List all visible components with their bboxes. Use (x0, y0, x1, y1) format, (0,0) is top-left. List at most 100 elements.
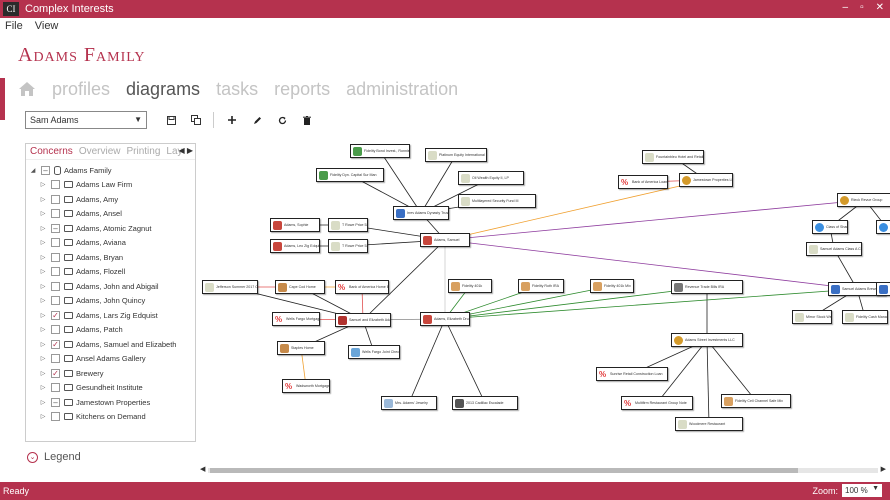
diagram-node[interactable]: Staples Home (277, 341, 325, 355)
save-copy-icon[interactable] (189, 113, 203, 127)
diagram-node[interactable]: Adams, Elizabeth Dru Mei (420, 312, 470, 326)
expand-icon[interactable]: ▷ (40, 341, 46, 348)
tree-checkbox[interactable] (51, 281, 60, 291)
expand-icon[interactable]: ▷ (40, 414, 46, 421)
expand-icon[interactable]: ▷ (40, 385, 46, 392)
diagram-node[interactable]: Woodmere Restaurant (675, 417, 743, 431)
scroll-thumb[interactable] (210, 468, 798, 473)
tree-checkbox[interactable]: – (41, 165, 50, 175)
tree-checkbox[interactable] (51, 267, 60, 277)
expand-icon[interactable]: ▷ (40, 269, 46, 276)
delete-icon[interactable] (300, 113, 314, 127)
tree-item[interactable]: ▷Adams, John and Abigail (39, 279, 159, 294)
diagram-node[interactable]: Fidelity Roth IRA (518, 279, 564, 293)
tree-item[interactable]: ▷✓Adams, Samuel and Elizabeth (39, 337, 176, 352)
tree-checkbox[interactable] (51, 209, 60, 219)
legend-toggle[interactable]: ⌄ Legend (27, 451, 81, 463)
save-icon[interactable] (164, 113, 178, 127)
tree-item[interactable]: ▷Adams, Ansel (39, 207, 122, 222)
tree-item[interactable]: ▷Adams, Bryan (39, 250, 123, 265)
add-icon[interactable] (225, 113, 239, 127)
zoom-select[interactable]: 100 % ▼ (842, 484, 882, 497)
tree-checkbox[interactable] (51, 325, 60, 335)
expand-icon[interactable]: ▷ (40, 225, 46, 232)
tree-item[interactable]: ▷Adams, John Quincy (39, 294, 145, 309)
diagram-node[interactable]: Platinum Equity International LP (425, 148, 487, 162)
diagram-node[interactable]: T Rowe Price 529 Plan (328, 239, 368, 253)
diagram-node[interactable]: Oil Wealth Equity II, LP (458, 171, 524, 185)
horizontal-scrollbar[interactable]: ◀ ▶ (200, 465, 886, 475)
diagram-node[interactable]: %Sunrise Retail Construction Loan (596, 367, 668, 381)
diagram-node[interactable]: %Wells Fargo Mortgage (272, 312, 320, 326)
tree-checkbox[interactable]: – (51, 223, 60, 233)
diagram-node[interactable]: %Multifirm Restaurant Group Note (621, 396, 693, 410)
tree-checkbox[interactable] (51, 383, 60, 393)
tree-item[interactable]: ▷Adams Law Firm (39, 178, 132, 193)
diagram-node[interactable]: Samuel Adams Class A Common (806, 242, 862, 256)
tree-item[interactable]: ▷✓Adams, Lars Zig Edquist (39, 308, 158, 323)
tab-scroll-arrows[interactable]: ◀ ▶ (178, 146, 193, 155)
diagram-node[interactable]: Fountainbleu Hotel and Retail Building (642, 150, 704, 164)
menu-file[interactable]: File (5, 20, 23, 32)
tree-item[interactable]: ▷✓Brewery (39, 366, 104, 381)
diagram-node[interactable]: Rieck Revue Group (837, 193, 890, 207)
diagram-node[interactable]: Fidelity 401k (448, 279, 492, 293)
tree-item[interactable]: ▷Adams, Amy (39, 192, 118, 207)
tree-checkbox[interactable] (51, 296, 60, 306)
tree-item[interactable]: ▷Adams, Aviana (39, 236, 126, 251)
diagram-node[interactable]: Fidelity 401k Mix (590, 279, 634, 293)
diagram-node[interactable]: Samuel Adams Brewery Exec (828, 282, 886, 296)
diagram-node[interactable]: 2013 Cadillac Escalade (452, 396, 518, 410)
scroll-left-icon[interactable]: ◀ (200, 466, 206, 473)
expand-icon[interactable]: ▷ (40, 312, 46, 319)
expand-icon[interactable]: ▷ (40, 356, 46, 363)
diagram-node[interactable]: Irrev Adams Dynasty Trust (393, 206, 449, 220)
tree-checkbox[interactable]: ✓ (51, 339, 60, 349)
tab-printing[interactable]: Printing (126, 146, 161, 157)
home-icon[interactable] (18, 81, 36, 97)
edit-icon[interactable] (250, 113, 264, 127)
expand-icon[interactable]: ▷ (40, 399, 46, 406)
tab-concerns[interactable]: Concerns (30, 146, 73, 157)
scroll-right-icon[interactable]: ▶ (880, 466, 886, 473)
tree-item[interactable]: ▷Adams, Flozell (39, 265, 125, 280)
diagram-node[interactable]: Mrs. Adams' Jewelry (381, 396, 437, 410)
maximize-button[interactable]: ▫ (860, 2, 864, 13)
nav-profiles[interactable]: profiles (52, 78, 111, 99)
tree-checkbox[interactable] (51, 238, 60, 248)
expand-icon[interactable]: ▷ (40, 182, 46, 189)
expand-icon[interactable]: ▷ (40, 327, 46, 334)
tab-layout[interactable]: Lay (166, 146, 183, 157)
tree-checkbox[interactable]: – (51, 397, 60, 407)
nav-tasks[interactable]: tasks (216, 78, 259, 99)
nav-administration[interactable]: administration (346, 78, 459, 99)
expand-icon[interactable]: ▷ (40, 240, 46, 247)
diagram-node[interactable]: %Bank of America Loan (618, 175, 668, 189)
expand-icon[interactable]: ▷ (40, 283, 46, 290)
diagram-node[interactable] (876, 282, 890, 296)
menu-view[interactable]: View (34, 20, 59, 32)
diagram-node[interactable]: Adams, Samuel (420, 233, 470, 247)
tree-item[interactable]: ▷Adams, Patch (39, 323, 123, 338)
expand-icon[interactable]: ▷ (40, 196, 46, 203)
tree-item[interactable]: ▷–Jamestown Properties (39, 395, 150, 410)
tab-overview[interactable]: Overview (78, 146, 121, 157)
diagram-node[interactable]: Fidelity Bond Invest., Ronnie Man (350, 144, 410, 158)
diagram-node[interactable] (876, 220, 890, 234)
person-select[interactable]: Sam Adams ▼ (25, 111, 147, 129)
diagram-node[interactable]: T Rowe Price 529 Plan (328, 218, 368, 232)
expand-icon[interactable]: ▷ (40, 298, 46, 305)
diagram-node[interactable]: Fidelity Dyn. Capital Sur Man (316, 168, 384, 182)
tree-root[interactable]: ◢–Adams Family (29, 163, 112, 178)
diagram-node[interactable]: Adams Street Investments LLC (671, 333, 743, 347)
tree-item[interactable]: ▷Ansel Adams Gallery (39, 352, 146, 367)
nav-reports[interactable]: reports (274, 78, 331, 99)
refresh-icon[interactable] (275, 113, 289, 127)
close-button[interactable]: ✕ (875, 2, 884, 13)
diagram-node[interactable]: Adams, Sophie (270, 218, 320, 232)
diagram-node[interactable]: Fidelity Cell Channel Safe Mix (721, 394, 791, 408)
tree-checkbox[interactable] (51, 194, 60, 204)
tree-checkbox[interactable] (51, 354, 60, 364)
tree-checkbox[interactable]: ✓ (51, 368, 60, 378)
expand-icon[interactable]: ▷ (40, 370, 46, 377)
